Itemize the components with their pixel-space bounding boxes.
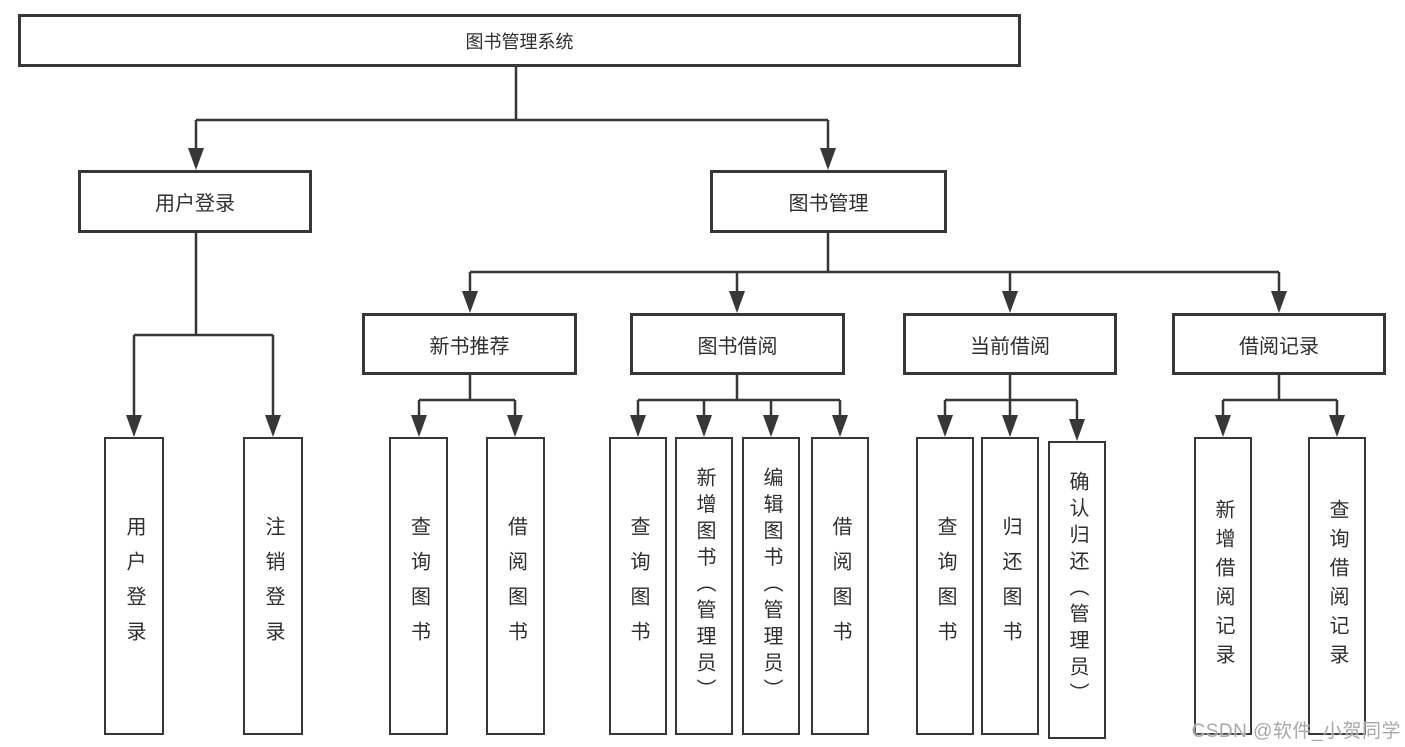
- leaf-return-book: 归还图书: [981, 437, 1039, 735]
- leaf-query-borrow-record: 查询借阅记录: [1308, 437, 1366, 735]
- connector-new-book: [417, 375, 517, 417]
- node-current-borrow: 当前借阅: [903, 313, 1117, 375]
- leaf-logout: 注销登录: [243, 437, 303, 735]
- leaf-query-book-current: 查询图书: [916, 437, 974, 735]
- connector-borrow-records: [1221, 375, 1339, 417]
- connector-current-borrow: [943, 375, 1079, 421]
- leaf-borrow-book: 借阅图书: [811, 437, 869, 735]
- node-user-login: 用户登录: [78, 170, 312, 233]
- connector-user-login: [132, 233, 275, 417]
- leaf-borrow-book-recommend: 借阅图书: [486, 437, 545, 735]
- leaf-query-book-recommend: 查询图书: [389, 437, 448, 735]
- node-book-borrow: 图书借阅: [630, 313, 845, 375]
- connector-root: [194, 67, 830, 150]
- connector-book-management: [468, 233, 1281, 293]
- leaf-confirm-return-admin: 确认归还（管理员）: [1048, 441, 1106, 739]
- node-borrow-records: 借阅记录: [1172, 313, 1386, 375]
- leaf-add-book-admin: 新增图书（管理员）: [675, 437, 733, 735]
- leaf-query-book-borrow: 查询图书: [609, 437, 667, 735]
- connector-book-borrow: [636, 375, 842, 417]
- arrowheads: [126, 148, 1345, 441]
- node-book-management: 图书管理: [710, 170, 947, 233]
- leaf-add-borrow-record: 新增借阅记录: [1194, 437, 1252, 735]
- node-root-library-system: 图书管理系统: [18, 14, 1021, 67]
- leaf-user-login: 用户登录: [104, 437, 164, 735]
- watermark: CSDN @软件_小贺同学: [1191, 721, 1401, 742]
- node-new-book-recommend: 新书推荐: [362, 313, 577, 375]
- leaf-edit-book-admin: 编辑图书（管理员）: [742, 437, 800, 735]
